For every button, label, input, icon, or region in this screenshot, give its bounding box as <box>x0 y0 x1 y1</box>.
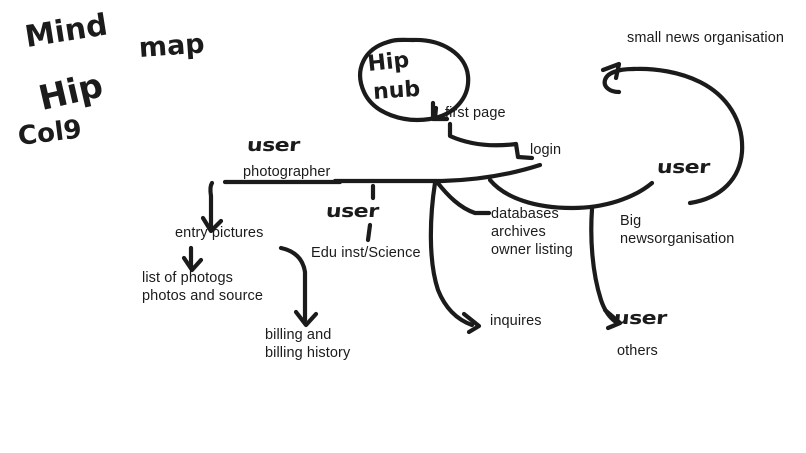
edu-inst-tick <box>365 222 373 243</box>
big-news-arc <box>487 177 655 211</box>
first-page-connector <box>432 105 439 121</box>
label-photographer-user: user <box>246 135 301 156</box>
label-list-of-photogs-line2: photos and source <box>142 288 264 304</box>
inquires-arrowhead <box>461 311 482 335</box>
label-billing-line2: billing history <box>265 345 351 361</box>
entry-pictures-connector <box>208 180 215 231</box>
label-edu-inst: Edu inst/Science <box>311 245 421 261</box>
small-news-hook <box>602 66 636 95</box>
billing-connector <box>278 245 308 323</box>
billing-arrowhead <box>293 309 319 328</box>
central-node-ellipse <box>358 37 471 122</box>
databases-connector <box>434 179 492 216</box>
central-node-line1: Hip <box>366 47 411 77</box>
label-inquires: inquires <box>490 313 542 329</box>
small-news-arrowhead <box>600 61 622 81</box>
small-news-curve <box>630 66 745 206</box>
label-databases-line3: owner listing <box>491 242 573 258</box>
label-others: others <box>617 343 658 359</box>
list-photogs-arrowhead <box>181 255 204 273</box>
others-connector <box>589 206 619 325</box>
label-big-news-user: user <box>656 157 711 178</box>
main-trunk <box>332 162 543 184</box>
label-big-news-line1: Big <box>620 213 642 229</box>
label-list-of-photogs-line1: list of photogs <box>142 270 233 286</box>
label-entry-pictures: entry pictures <box>175 225 264 241</box>
label-login: login <box>530 142 562 158</box>
others-arrowhead <box>602 307 623 331</box>
label-databases-line1: databases <box>491 206 559 222</box>
entry-pictures-arrowhead <box>200 215 224 234</box>
label-photographer: photographer <box>243 164 331 180</box>
label-edu-user: user <box>325 201 380 222</box>
label-first-page: first page <box>445 105 506 121</box>
label-others-user: user <box>613 308 668 329</box>
label-small-news-organisation: small news organisation <box>627 30 785 46</box>
inquires-connector <box>428 180 475 328</box>
label-databases-line2: archives <box>491 224 546 240</box>
label-billing-line1: billing and <box>265 327 332 343</box>
first-page-elbow <box>430 100 450 122</box>
title-map: map <box>137 28 206 64</box>
central-node-line2: nub <box>372 76 421 105</box>
label-big-news-line2: newsorganisation <box>620 231 735 247</box>
login-connector <box>447 121 535 161</box>
